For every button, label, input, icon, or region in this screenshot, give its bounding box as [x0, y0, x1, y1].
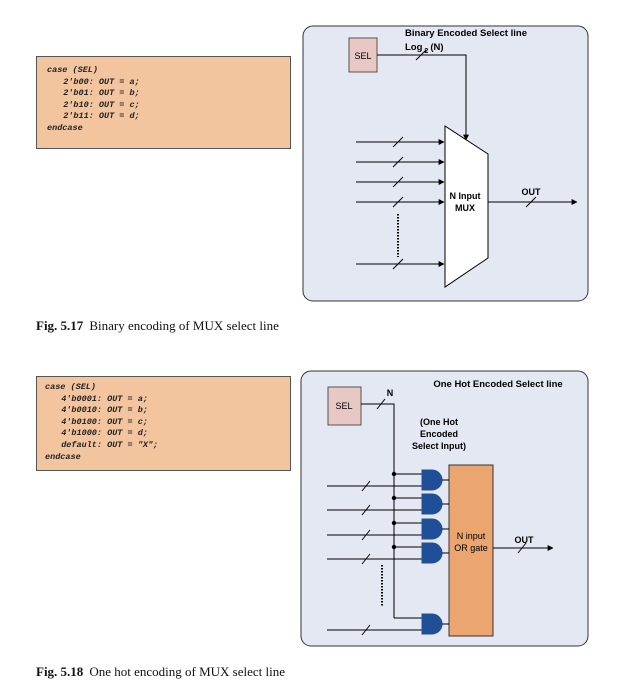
- bus-slash: [392, 136, 404, 148]
- note-label: Encoded: [420, 429, 458, 439]
- caption-text: One hot encoding of MUX select line: [89, 664, 285, 679]
- code-line: 2'b11: OUT = d;: [53, 111, 140, 122]
- and-gate-icon: [421, 613, 443, 635]
- diagram-panel: [300, 370, 589, 647]
- diagram-title: One Hot Encoded Select line: [433, 379, 562, 390]
- bus-slash: [361, 504, 371, 516]
- bus-slash: [361, 529, 371, 541]
- and-gate-icon: [421, 518, 443, 540]
- bus-slash: [517, 542, 527, 554]
- and-gate-row: [327, 469, 449, 492]
- bus-slash: [392, 196, 404, 208]
- code-line: 4'b0100: OUT = c;: [51, 416, 148, 427]
- caption-text: Binary encoding of MUX select line: [89, 318, 279, 333]
- code-line: endcase: [45, 451, 81, 462]
- bus-slash: [361, 553, 371, 565]
- code-line: 2'b00: OUT = a;: [53, 76, 140, 87]
- caption-number: Fig. 5.18: [36, 664, 84, 679]
- mux-block: [444, 125, 489, 288]
- code-line: case (SEL): [47, 65, 99, 75]
- sel-box: [327, 386, 362, 426]
- or-gate-label: N input: [457, 531, 486, 541]
- sel-label: SEL: [335, 401, 352, 411]
- code-block-binary: case (SEL) 2'b00: OUT = a; 2'b01: OUT = …: [36, 56, 291, 149]
- code-line: 4'b0001: OUT = a;: [51, 393, 148, 404]
- bus-slash: [361, 624, 371, 636]
- or-gate-label: OR gate: [454, 543, 488, 553]
- junction-dot: [391, 544, 397, 550]
- and-gate-row: [327, 613, 449, 636]
- mux-inputs: [356, 136, 445, 270]
- and-gate-row: [327, 542, 449, 565]
- and-gate-icon: [421, 542, 443, 564]
- bus-slash: [392, 156, 404, 168]
- and-gate-icon: [421, 469, 443, 491]
- bus-slash: [376, 398, 386, 410]
- code-line: default: OUT = "X";: [51, 439, 159, 450]
- note-label: Select Input): [412, 441, 466, 451]
- code-line: 2'b10: OUT = c;: [53, 99, 140, 110]
- code-line: 4'b0010: OUT = b;: [51, 405, 148, 416]
- select-line: [377, 54, 469, 141]
- note-label: (One Hot: [420, 417, 458, 427]
- bus-slash: [525, 196, 537, 208]
- junction-dot: [391, 520, 397, 526]
- mux-label: MUX: [455, 203, 475, 213]
- out-label: OUT: [515, 535, 535, 545]
- junction-dot: [391, 495, 397, 501]
- code-line: 4'b1000: OUT = d;: [51, 428, 148, 439]
- and-gate-row: [327, 493, 449, 516]
- or-gate-block: [448, 464, 494, 637]
- figure-caption: Fig. 5.17 Binary encoding of MUX select l…: [36, 318, 279, 334]
- code-line: case (SEL): [45, 382, 97, 392]
- mux-label: N Input: [450, 191, 481, 201]
- bus-slash: [415, 49, 427, 61]
- sel-label: SEL: [354, 51, 371, 61]
- bus-slash: [392, 258, 404, 270]
- out-label: OUT: [522, 187, 542, 197]
- code-block-onehot: case (SEL) 4'b0001: OUT = a; 4'b0010: OU…: [36, 376, 291, 471]
- code-line: 2'b01: OUT = b;: [53, 88, 140, 99]
- n-label: N: [387, 388, 394, 398]
- bus-slash: [392, 176, 404, 188]
- junction-dot: [391, 471, 397, 477]
- figure-caption: Fig. 5.18 One hot encoding of MUX select …: [36, 664, 285, 680]
- caption-number: Fig. 5.17: [36, 318, 84, 333]
- and-gate-row: [327, 518, 449, 541]
- and-gate-icon: [421, 493, 443, 515]
- diagram-title: Binary Encoded Select line: [405, 28, 527, 39]
- bus-slash: [361, 480, 371, 492]
- code-line: endcase: [47, 122, 83, 133]
